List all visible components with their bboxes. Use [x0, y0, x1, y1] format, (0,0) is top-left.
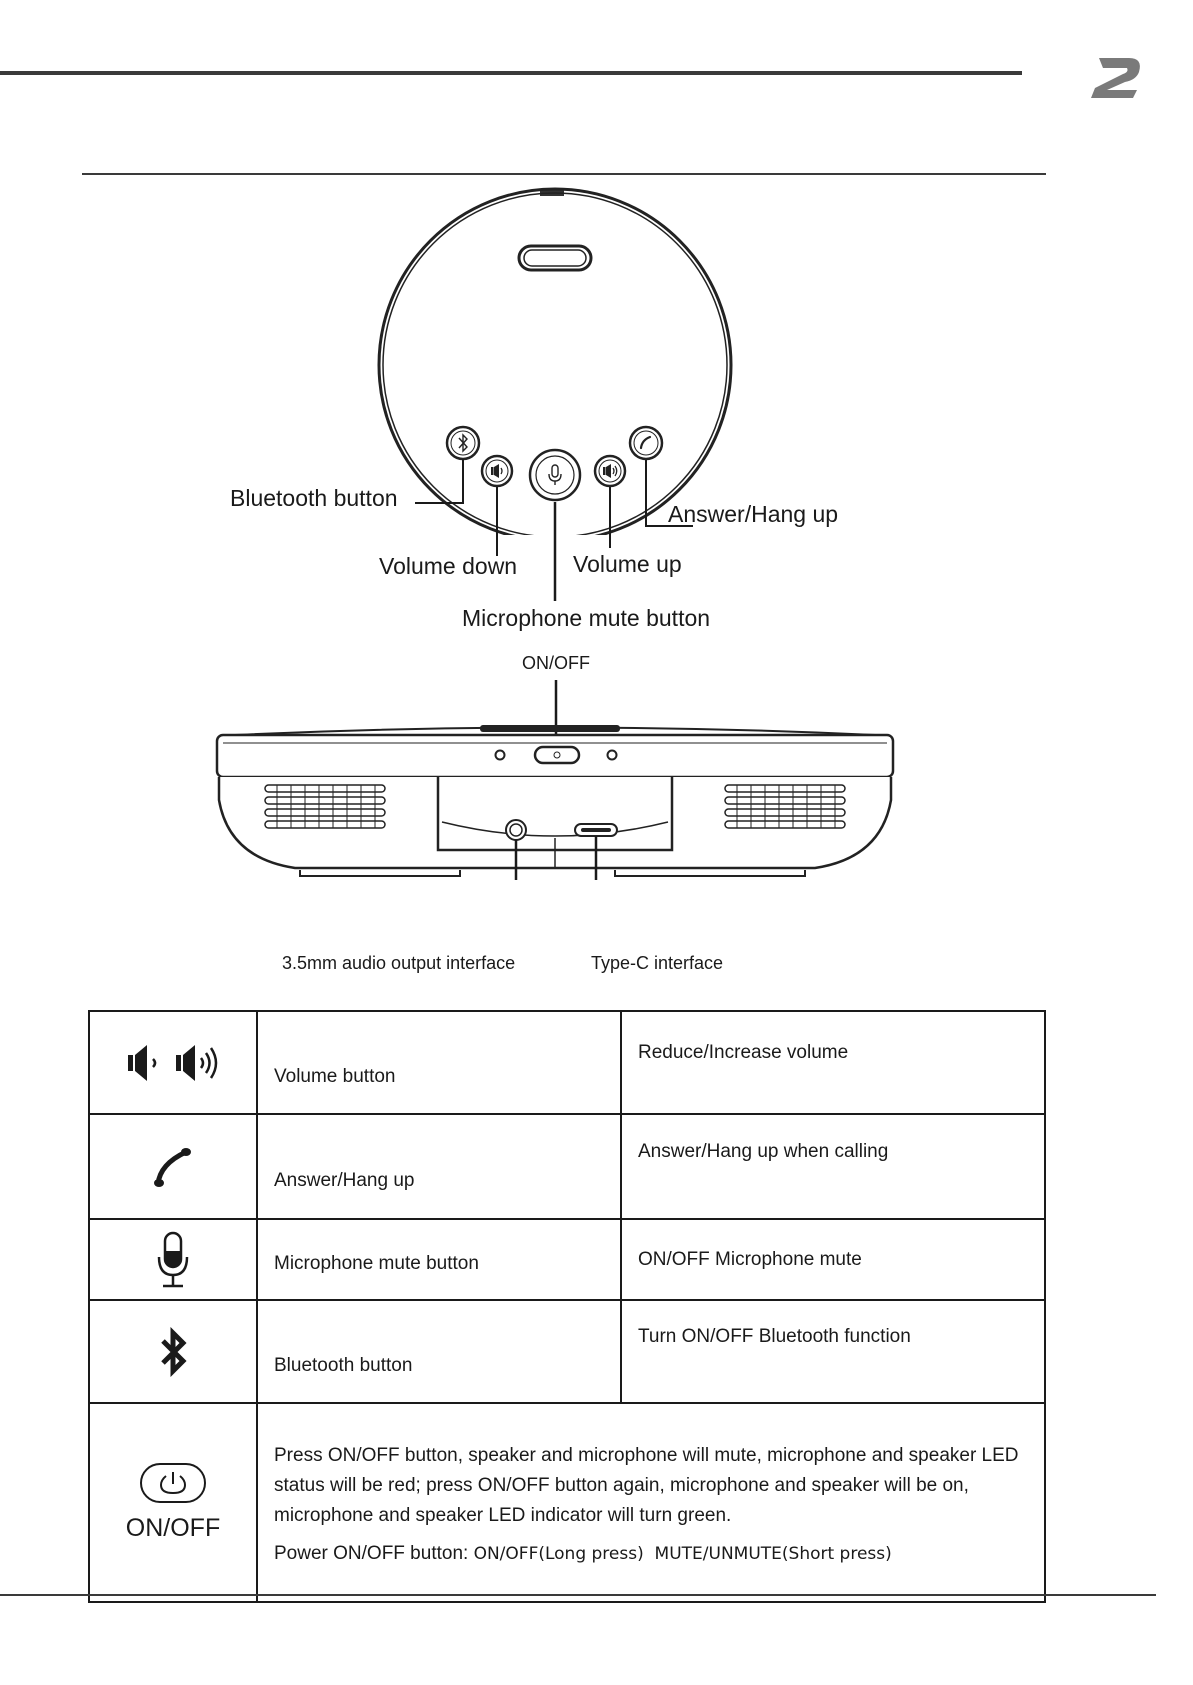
- volume-icons-cell: [88, 1010, 258, 1115]
- power-button-line: Power ON/OFF button: ON/OFF(Long press) …: [274, 1543, 1028, 1565]
- section-rule: [82, 173, 1046, 175]
- onoff-callout-label: ON/OFF: [522, 653, 590, 673]
- row-desc: Reduce/Increase volume: [620, 1010, 1046, 1115]
- phone-icon-cell: [88, 1113, 258, 1220]
- volume-icons: [128, 1044, 218, 1081]
- mic-icon-cell: [88, 1218, 258, 1301]
- power-icon: [140, 1463, 206, 1503]
- power-button-detail: ON/OFF(Long press) MUTE/UNMUTE(Short pre…: [473, 1543, 892, 1564]
- button-function-table: Volume button Reduce/Increase volume Ans…: [88, 1010, 1046, 1603]
- table-row: Bluetooth button Turn ON/OFF Bluetooth f…: [88, 1299, 1046, 1404]
- mic-mute-device-button[interactable]: [528, 448, 582, 502]
- answer-device-button[interactable]: [628, 425, 664, 461]
- power-row: ON/OFF Press ON/OFF button, speaker and …: [88, 1402, 1046, 1603]
- power-desc-cell: Press ON/OFF button, speaker and microph…: [256, 1402, 1046, 1603]
- phone-handset-icon: [154, 1147, 191, 1187]
- volume-up-device-button[interactable]: [593, 454, 627, 488]
- table-row: Answer/Hang up Answer/Hang up when calli…: [88, 1113, 1046, 1220]
- bluetooth-callout-label: Bluetooth button: [230, 485, 398, 511]
- volume-down-device-button[interactable]: [480, 454, 514, 488]
- power-desc: Press ON/OFF button, speaker and microph…: [274, 1444, 1019, 1526]
- power-icon-cell: ON/OFF: [88, 1402, 258, 1603]
- mic-callout-label: Microphone mute button: [462, 605, 711, 631]
- row-desc: ON/OFF Microphone mute: [620, 1218, 1046, 1301]
- top-view-callout-lines: [415, 459, 693, 601]
- typec-port-label: Type-C interface: [591, 953, 724, 973]
- device-top-view: [377, 187, 733, 535]
- audio-port-label: 3.5mm audio output interface: [282, 953, 516, 973]
- row-desc: Turn ON/OFF Bluetooth function: [620, 1299, 1046, 1404]
- row-name: Microphone mute button: [256, 1218, 622, 1301]
- brand-logo: [1085, 52, 1147, 100]
- table-row: Volume button Reduce/Increase volume: [88, 1010, 1046, 1115]
- microphone-icon: [157, 1231, 189, 1287]
- volume-down-callout-label: Volume down: [379, 553, 518, 579]
- row-desc: Answer/Hang up when calling: [620, 1113, 1046, 1220]
- answer-callout-label: Answer/Hang up: [668, 501, 839, 527]
- row-name: Answer/Hang up: [256, 1113, 622, 1220]
- row-name: Bluetooth button: [256, 1299, 622, 1404]
- table-row: Microphone mute button ON/OFF Microphone…: [88, 1218, 1046, 1301]
- bluetooth-icon: [161, 1326, 187, 1377]
- footer-rule: [0, 1594, 1156, 1596]
- header-rule: [0, 71, 1022, 75]
- device-side-view: [215, 680, 895, 880]
- volume-up-callout-label: Volume up: [573, 551, 682, 577]
- bluetooth-icon-cell: [88, 1299, 258, 1404]
- row-name: Volume button: [256, 1010, 622, 1115]
- power-button-prefix: Power ON/OFF button:: [274, 1542, 469, 1564]
- power-icon-label: ON/OFF: [125, 1514, 221, 1542]
